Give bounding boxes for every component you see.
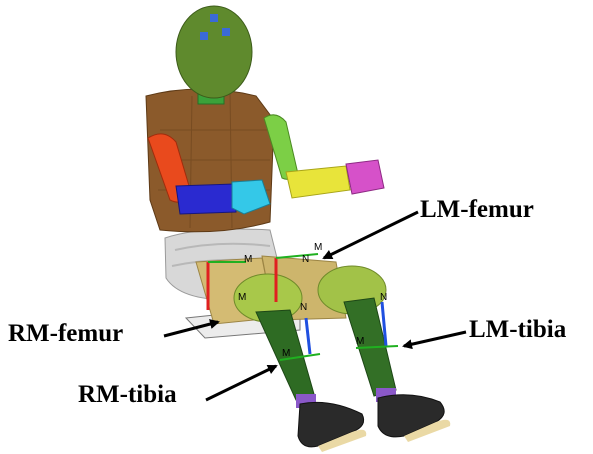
label-rm-tibia: RM-tibia <box>78 381 177 409</box>
marker-m-femur-center: M <box>238 292 246 303</box>
right-forearm <box>176 184 236 214</box>
marker-n-tibia-left: N <box>380 292 387 303</box>
label-lm-femur: LM-femur <box>420 196 534 224</box>
marker-n-femur-left: N <box>302 254 309 265</box>
left-hand <box>346 160 384 194</box>
label-lm-tibia: LM-tibia <box>469 316 566 344</box>
marker-m-femur-right: M <box>244 254 252 265</box>
marker-m-femur-left: M <box>314 242 322 253</box>
marker-m-tibia-right: M <box>282 348 290 359</box>
marker-n-femur-center: N <box>300 302 307 313</box>
label-rm-femur: RM-femur <box>8 320 123 348</box>
marker-m-tibia-left: M <box>356 336 364 347</box>
